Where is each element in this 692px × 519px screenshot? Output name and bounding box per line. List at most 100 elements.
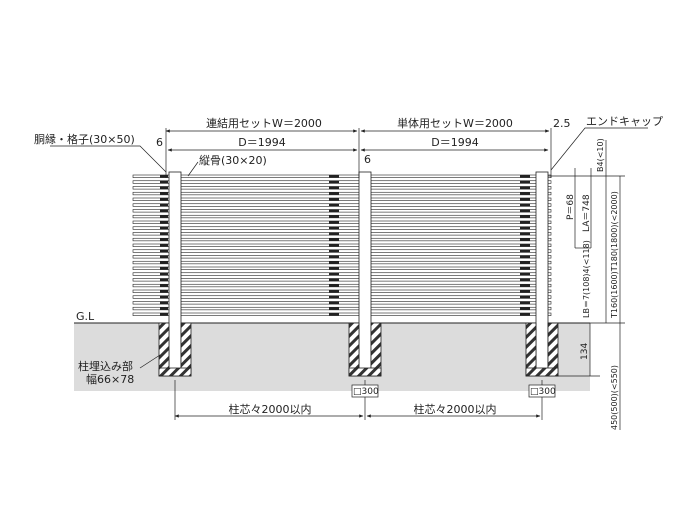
slat-joint [329,238,339,241]
slat-joint [329,198,339,201]
footing-size-mid: □300 [353,387,379,397]
embed-label-2: 幅66×78 [86,373,134,386]
slat [132,220,552,224]
slat-joint [520,226,530,230]
slat-joint [329,186,339,190]
slat [132,209,552,213]
slat-joint [520,284,530,287]
slat-joint [160,307,168,310]
slat [132,243,552,247]
pitch-left-label: 柱芯々2000以内 [229,402,312,416]
slat-joint [520,255,530,259]
slat-joint [520,203,530,207]
slat-joint [520,221,530,224]
slat-joint [160,209,168,213]
end-cap-label: エンドキャップ [586,115,663,128]
footing-left-base [158,367,192,377]
slat-joint [329,192,339,195]
slat-joint [160,226,168,230]
slat [132,289,552,293]
d-right-label: D＝1994 [431,136,478,149]
posts [168,171,549,377]
rail-label: 胴縁・格子(30×50) [34,132,135,146]
slat-joint [520,261,530,264]
slat-joint [520,186,530,190]
slat [132,174,552,178]
slat-joint [329,307,339,310]
slat-joint [329,313,339,316]
slat-joint [329,301,339,305]
depth-label: 450(500)(<550) [610,365,619,430]
total-height-label: T160(1600)T180(1800)(<2000) [610,191,619,319]
slat-joint [160,313,168,316]
p-pitch-label: P＝68 [566,194,576,220]
slat-joint [329,295,339,299]
slat-joint [520,209,530,213]
pitch-right-label: 柱芯々2000以内 [414,402,497,416]
slat-joint [160,249,168,253]
slat-joint [160,192,168,195]
slat-joint [329,175,339,178]
slat-joint [520,192,530,195]
slat-joint [160,278,168,282]
slat [132,312,552,316]
slat-joint [520,267,530,270]
ground-area [74,323,590,391]
slat-joint [160,295,168,299]
slat-joint [160,180,168,184]
slat-joint [520,215,530,218]
slat-joint [329,209,339,213]
post-middle [358,171,372,377]
slat-joint [160,267,168,270]
slat-joint [160,221,168,224]
slat-joint [520,232,530,236]
slat [132,278,552,282]
single-set-label: 単体用セットW＝2000 [397,116,513,130]
slat-joint [329,244,339,247]
slat-joint [520,249,530,253]
slat [132,260,552,265]
slat-joint [329,267,339,270]
slat-joint [160,186,168,190]
slat-joint [329,284,339,287]
slat-joint [160,232,168,236]
slat-joint [160,290,168,293]
slat-joint [160,215,168,218]
top-b-label: B4(<10) [596,138,605,172]
slat-joint [160,238,168,241]
slat [132,237,552,242]
slat [132,197,552,201]
post-label: 縦骨(30×20) [199,154,267,167]
slat-joint [329,215,339,218]
slat-joint [520,244,530,247]
slat-joint [160,255,168,259]
slat-joint [520,238,530,241]
slat-joint [329,203,339,207]
slat [132,255,552,259]
slat-joint [329,278,339,282]
slat-joint [329,221,339,224]
slat-joint [520,272,530,276]
slat-joint [160,175,168,178]
slat [132,186,552,190]
slat-joint [160,272,168,276]
footing-mid-base [348,367,382,377]
post-right [535,171,549,377]
slat-joint [329,232,339,236]
slat [132,301,552,305]
linked-set-label: 連結用セットW＝2000 [206,116,322,130]
slat [132,283,552,288]
slat-joint [160,244,168,247]
slat [132,214,552,219]
slat [132,203,552,207]
slat-joint [329,226,339,230]
left-gap-label: 6 [156,136,163,149]
slat-joint [160,301,168,305]
slat-joint [520,313,530,316]
slat [132,295,552,299]
footing-right-base [525,367,559,377]
lb-label: LB＝7(108)4(<118) [582,240,591,318]
end-offset-label: 2.5 [553,117,571,130]
slat-joint [520,175,530,178]
